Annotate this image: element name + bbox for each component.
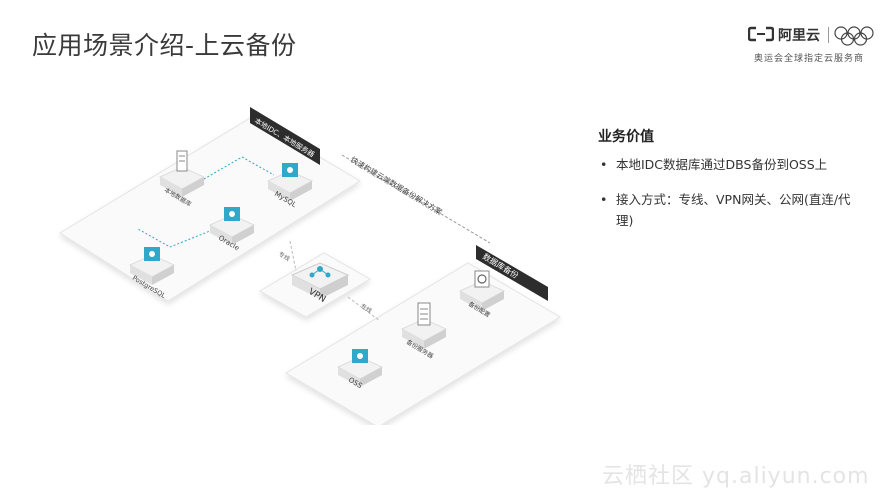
link-oracle-postgresql [137, 226, 221, 248]
node-oss: OSS [336, 349, 384, 390]
business-value-list: 本地IDC数据库通过DBS备份到OSS上 接入方式：专线、VPN网关、公网(直连… [598, 154, 858, 231]
solution-label: 快速构建云端数据备份解决方案 [349, 154, 445, 217]
node-local-db: 本地数据库 [158, 150, 206, 208]
olympic-rings-icon [834, 26, 874, 46]
link-local-db-mysql [189, 156, 275, 188]
node-oracle: Oracle [208, 207, 256, 252]
node-vpn: VPN [290, 262, 350, 305]
aliyun-logo: 阿里云 奥运会全球指定云服务商 [748, 26, 888, 66]
aliyun-mark-icon [748, 26, 774, 42]
link-local-vpn [289, 240, 297, 272]
config-icon [474, 270, 490, 288]
business-value-section: 业务价值 本地IDC数据库通过DBS备份到OSS上 接入方式：专线、VPN网关、… [598, 126, 858, 245]
backup-architecture-diagram: 本地IDC、本地服务器 数据库备份 快速构建云端数据备份解决方案 专线 专线 本… [59, 107, 561, 425]
business-value-item: 接入方式：专线、VPN网关、公网(直连/代理) [598, 189, 858, 231]
watermark: 云栖社区 yq.aliyun.com [602, 464, 870, 489]
logo-name: 阿里云 [778, 28, 820, 44]
page-title: 应用场景介绍-上云备份 [32, 31, 297, 60]
vpn-link-label-2: 专线 [359, 302, 373, 315]
business-value-item: 本地IDC数据库通过DBS备份到OSS上 [598, 154, 858, 175]
logo-divider [828, 27, 829, 43]
logo-subtitle: 奥运会全球指定云服务商 [754, 54, 865, 64]
link-vpn-backup [347, 296, 381, 322]
link-solution [341, 154, 491, 244]
vpn-link-label-1: 专线 [277, 250, 291, 263]
vpn-network-icon [309, 266, 331, 278]
business-value-title: 业务价值 [598, 129, 654, 145]
